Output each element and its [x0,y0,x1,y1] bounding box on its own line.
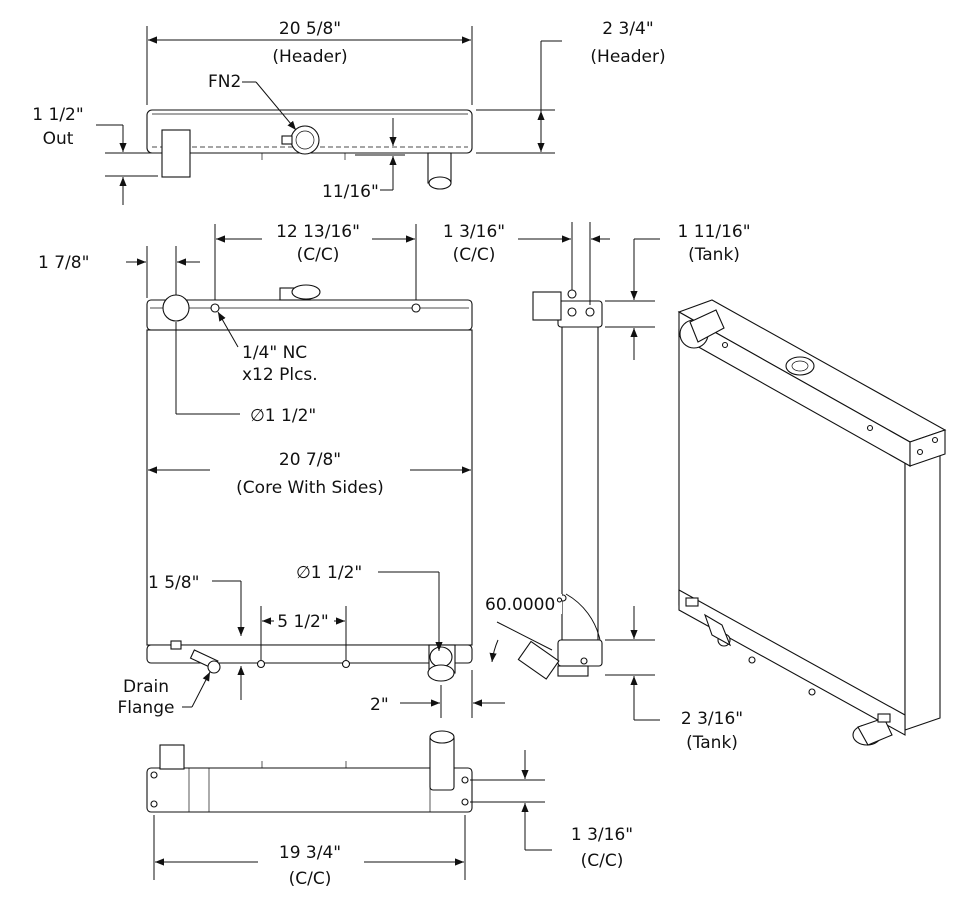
top-cc-note: (C/C) [297,245,340,265]
bottom-cc-height-dim: 1 3/16" [571,825,633,845]
flange-label: Flange [118,698,175,718]
bottom-tank-dim: 2 3/16" [681,709,743,729]
bottom-view: 19 3/4" (C/C) 1 3/16" (C/C) [146,730,633,890]
top-cc-dim: 12 13/16" [276,222,360,242]
bottom-tank-plan [146,767,473,813]
outlet-size-dim: 1 1/2" [32,105,83,125]
outlet-offset-dim: 2" [370,695,389,715]
front-bottom-tank [146,644,473,664]
offset-dim: 11/16" [322,182,379,202]
filler-neck [290,125,320,155]
bolt-hole [210,303,220,313]
core-width-dim: 20 7/8" [279,450,341,470]
side-cc-note: (C/C) [453,245,496,265]
side-cc-dim: 1 3/16" [443,222,505,242]
header-width-note: (Header) [272,47,347,67]
bolt-hole [411,303,421,313]
bottom-cc-height-note: (C/C) [581,851,624,871]
outlet-diameter: ∅1 1/2" [296,563,362,583]
side-top-tank [557,300,603,328]
front-top-tank [146,299,473,331]
bolt-hole [341,659,351,669]
bolt-hole [256,659,266,669]
top-tank-note: (Tank) [688,245,740,265]
bottom-cc-width-dim: 19 3/4" [279,843,341,863]
front-outlet [429,646,453,668]
top-view: 20 5/8" (Header) 2 3/4" (Header) FN2 1 1… [32,19,666,205]
drain-flange [207,660,221,674]
side-bottom-tank [557,639,603,667]
thread-count: x12 Plcs. [242,365,318,385]
inlet-diameter: ∅1 1/2" [250,406,316,426]
front-view: 12 13/16" (C/C) 1 7/8" 1/4" NC x12 Plcs.… [38,222,505,718]
side-core [561,325,599,641]
core-width-note: (Core With Sides) [236,478,384,498]
left-offset-dim: 1 7/8" [38,253,89,273]
bottom-cc-dim: 5 1/2" [277,612,328,632]
outlet-note: Out [43,129,74,149]
iso-core-side [904,439,941,731]
bottom-cc-width-note: (C/C) [289,869,332,889]
header-height-note: (Header) [590,47,665,67]
header-height-dim: 2 3/4" [602,19,653,39]
top-tank-dim: 1 11/16" [677,222,750,242]
side-view: 1 3/16" (C/C) 1 11/16" (Tank) 60.0000° 2… [443,222,751,753]
drain-label: Drain [123,677,169,697]
isometric-view [677,299,947,746]
angle-dim: 60.0000° [485,595,564,615]
header-width-dim: 20 5/8" [279,19,341,39]
front-inlet [162,294,190,322]
top-outlet-stub [161,129,191,178]
bottom-tank-note: (Tank) [686,733,738,753]
fn2-label: FN2 [208,72,241,92]
thread-callout: 1/4" NC [242,343,307,363]
bottom-offset-dim: 1 5/8" [148,573,199,593]
